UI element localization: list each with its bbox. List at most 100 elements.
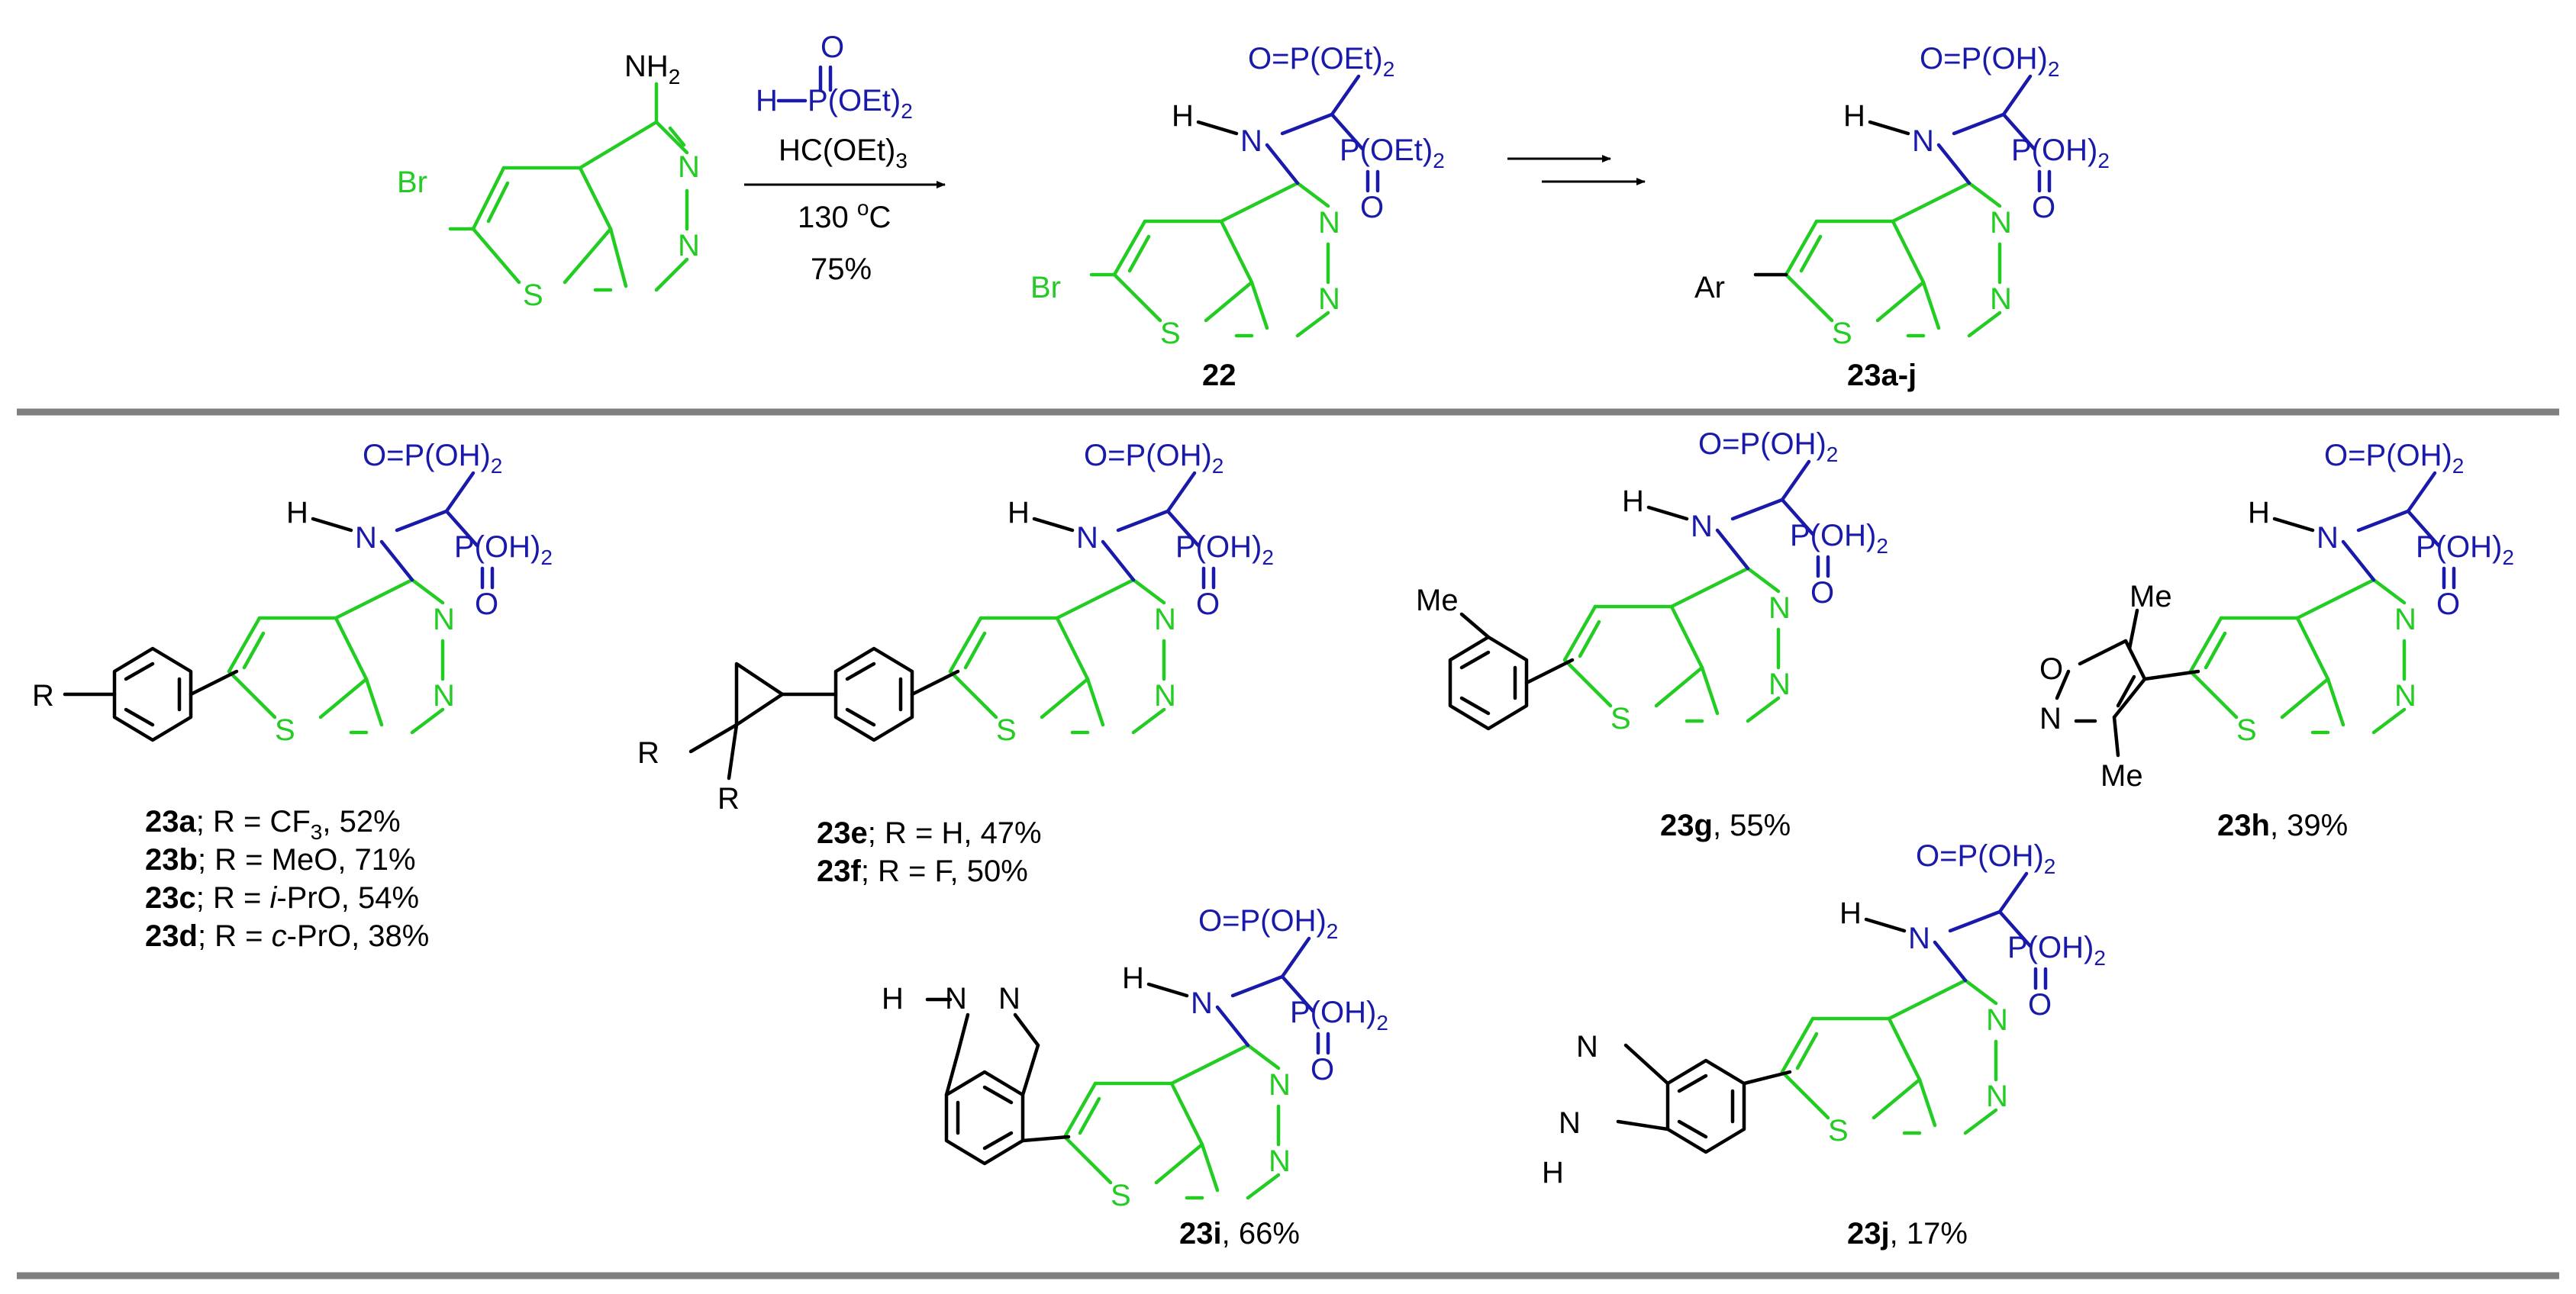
compound-23a-d-yields: 23a; R = CF3, 52%23b; R = MeO, 71%23c; R… bbox=[145, 805, 429, 953]
bond bbox=[1562, 658, 1613, 708]
atom-label: N bbox=[2039, 702, 2062, 736]
atom-label: N bbox=[2394, 679, 2416, 713]
bond bbox=[2272, 517, 2315, 533]
atom-label: N bbox=[1191, 987, 1213, 1020]
atom-label: S bbox=[1160, 317, 1181, 350]
bond bbox=[1085, 677, 1105, 727]
bond bbox=[1646, 505, 1689, 521]
bond bbox=[2356, 509, 2410, 533]
compound-label: 23a-j bbox=[1847, 359, 1917, 392]
bond bbox=[1948, 909, 2002, 933]
atom-label: R bbox=[32, 679, 54, 713]
bond bbox=[1169, 1081, 1204, 1147]
atom-label: H bbox=[1542, 1156, 1564, 1189]
atom-label: H bbox=[1172, 99, 1194, 133]
bond bbox=[1780, 497, 1815, 536]
bond bbox=[2188, 616, 2223, 674]
atom-label: N bbox=[1318, 206, 1340, 240]
bond bbox=[1246, 1173, 1281, 1200]
atom-label: H bbox=[1622, 484, 1644, 518]
bond bbox=[1131, 578, 1166, 605]
bond bbox=[2406, 471, 2437, 513]
atom-label: S bbox=[1828, 1114, 1849, 1148]
compound-label: 23i, 66% bbox=[1179, 1217, 1300, 1251]
atom-label: N bbox=[1576, 1030, 1598, 1064]
bond bbox=[1864, 917, 1907, 933]
atom-label: Me bbox=[2129, 580, 2172, 613]
compound-23a-d-aryl bbox=[63, 646, 239, 742]
bond bbox=[1146, 982, 1189, 998]
bond bbox=[1280, 974, 1315, 1013]
atom-label: O bbox=[1196, 587, 1220, 621]
phosphonate-group: P(OH)2 bbox=[1790, 519, 1888, 558]
bond bbox=[395, 509, 449, 533]
bond bbox=[2295, 616, 2330, 681]
compound-23h-isoxazole bbox=[2055, 608, 2200, 758]
atom-label: S bbox=[1111, 1179, 1131, 1212]
bond bbox=[1055, 578, 1136, 620]
bond bbox=[311, 517, 353, 533]
bond bbox=[1917, 1077, 1937, 1128]
bond bbox=[1200, 1142, 1220, 1193]
bond bbox=[1963, 978, 1998, 1006]
phosphonate-group: P(OH)2 bbox=[2416, 530, 2514, 569]
atom-label: N bbox=[1990, 206, 2012, 240]
atom-label: N bbox=[1269, 1144, 1291, 1178]
phosphonate-group: O=P(OH)2 bbox=[1916, 839, 2055, 878]
phosphite-reagent: P(OEt)2 bbox=[808, 84, 913, 123]
yield-condition: 75% bbox=[811, 253, 872, 286]
atom-label: S bbox=[275, 713, 295, 747]
atom-label: N bbox=[945, 982, 967, 1016]
bond bbox=[1165, 471, 1197, 513]
temperature-condition: 130 oC bbox=[798, 196, 891, 234]
atom-label: R bbox=[637, 736, 659, 770]
compound-23e-f-aryl bbox=[688, 646, 960, 781]
bond bbox=[1997, 871, 2029, 914]
bond bbox=[1669, 566, 1750, 609]
atom-label: H bbox=[1122, 961, 1144, 995]
compound-label: 22 bbox=[1202, 359, 1236, 392]
atom-label: NH2 bbox=[624, 50, 680, 89]
atom-label: N bbox=[1986, 1003, 2008, 1037]
bond bbox=[444, 471, 476, 513]
bond bbox=[334, 616, 369, 681]
bond bbox=[1040, 677, 1090, 719]
atom-label: H bbox=[1843, 99, 1865, 133]
atom-label: N bbox=[1768, 668, 1791, 701]
atom-label: N bbox=[1990, 282, 2012, 316]
atom-label: S bbox=[523, 278, 543, 312]
atom-label: O bbox=[1360, 191, 1384, 224]
bond bbox=[1165, 509, 1201, 548]
atom-label: N bbox=[678, 229, 700, 262]
phosphonate-group: P(OH)2 bbox=[2007, 931, 2106, 970]
phosphonate-group: O=P(OH)2 bbox=[1198, 904, 1338, 943]
atom-label: N bbox=[1559, 1106, 1581, 1140]
bond bbox=[1101, 539, 1136, 582]
bond bbox=[379, 539, 414, 582]
atom-label: O bbox=[821, 31, 844, 64]
atom-label: N bbox=[1154, 679, 1176, 713]
bond bbox=[1169, 1043, 1250, 1086]
bond bbox=[1746, 696, 1781, 723]
atom-label: O bbox=[2028, 988, 2052, 1022]
bond bbox=[1078, 1096, 1101, 1135]
bond bbox=[410, 707, 445, 735]
atom-label: N bbox=[1986, 1080, 2008, 1113]
phosphonate-group: P(OH)2 bbox=[2011, 134, 2110, 172]
phosphonate-group: O=P(OH)2 bbox=[363, 439, 502, 478]
atom-label: N bbox=[1154, 603, 1176, 636]
bond bbox=[1654, 665, 1704, 708]
bond bbox=[1154, 1142, 1204, 1185]
phosphonate-group: P(OH)2 bbox=[454, 530, 553, 569]
bond bbox=[1780, 1016, 1815, 1074]
bond bbox=[2326, 677, 2345, 727]
atom-label: S bbox=[1832, 317, 1852, 350]
bond bbox=[227, 616, 262, 674]
bond bbox=[1055, 616, 1090, 681]
bond bbox=[1562, 604, 1598, 662]
atom-label: N bbox=[1240, 124, 1262, 158]
atom-label: H bbox=[882, 982, 904, 1016]
yield-list: 23a; R = CF3, 52%23b; R = MeO, 71%23c; R… bbox=[145, 805, 429, 953]
atom-label: S bbox=[1610, 702, 1631, 736]
atom-label: O bbox=[2436, 587, 2460, 621]
